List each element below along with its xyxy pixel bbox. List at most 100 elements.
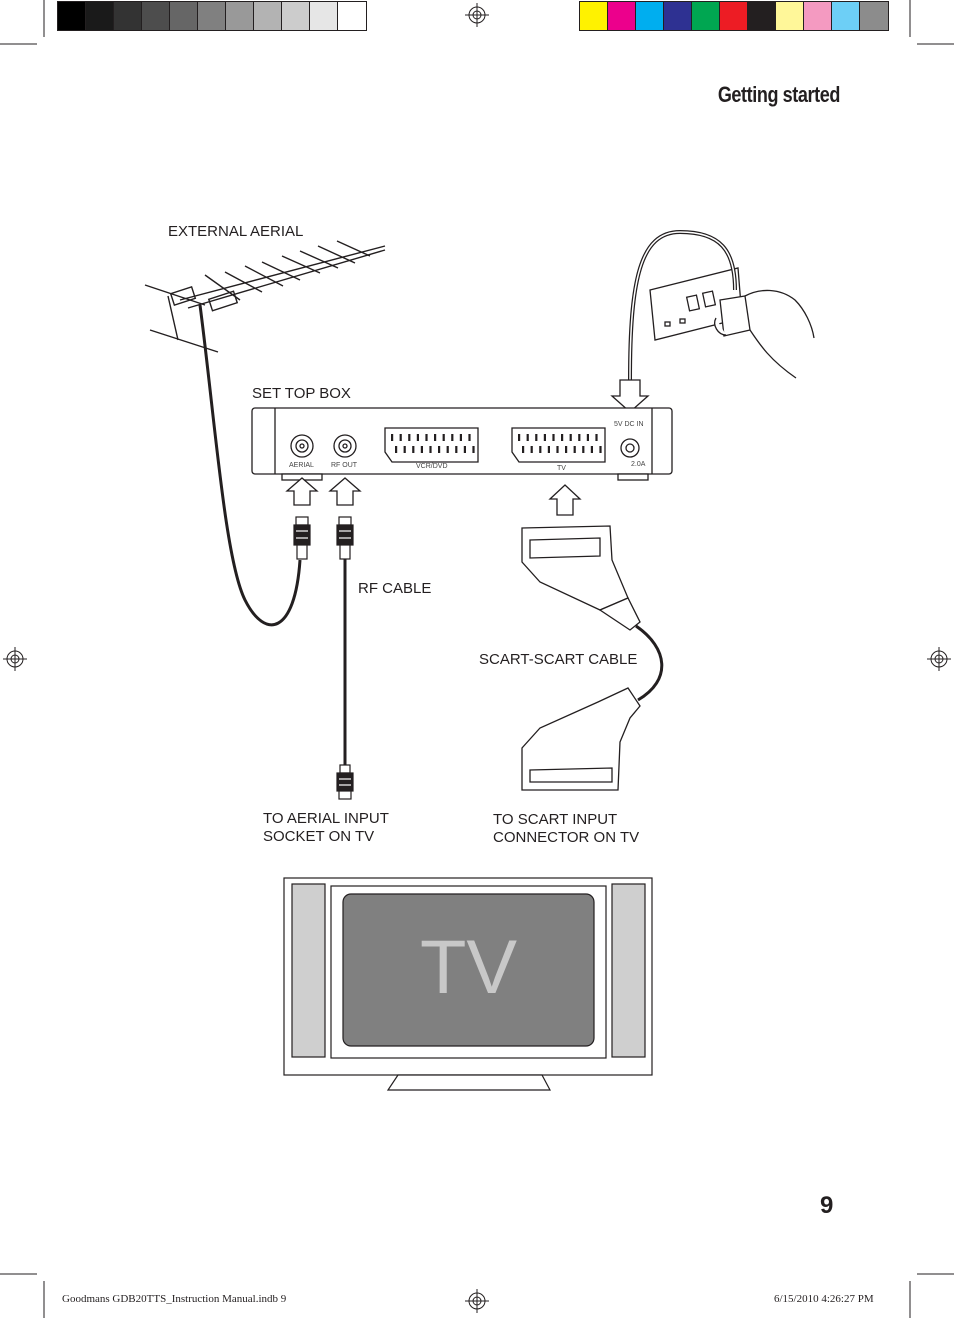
color-swatch (310, 2, 338, 30)
scart-pin (586, 434, 589, 441)
color-swatch (282, 2, 310, 30)
scart-pin (552, 434, 555, 441)
scart-pin (399, 434, 402, 441)
page-number: 9 (820, 1192, 834, 1219)
scart-cable (635, 624, 664, 702)
color-swatch-bar (579, 1, 889, 31)
color-swatch (664, 2, 692, 30)
color-swatch (860, 2, 888, 30)
tv-screen-label: TV (420, 925, 518, 1010)
scart-arrow (548, 484, 582, 516)
aerial-antenna (144, 240, 386, 353)
scart-cable-label: SCART-SCART CABLE (479, 651, 638, 668)
scart-pin (565, 446, 568, 453)
color-swatch (720, 2, 748, 30)
scart-pin (547, 446, 550, 453)
footer-file: Goodmans GDB20TTS_Instruction Manual.ind… (62, 1293, 287, 1305)
scart-pin (468, 434, 471, 441)
set-top-box (251, 407, 673, 481)
scart-pin (561, 434, 564, 441)
scart-pin (446, 446, 449, 453)
scart-pin (522, 446, 525, 453)
scart-pin (539, 446, 542, 453)
color-swatch (58, 2, 86, 30)
scart-plug-top (521, 525, 641, 631)
rf-cable-label: RF CABLE (358, 580, 432, 597)
scart-pin (403, 446, 406, 453)
aerial-arrow (285, 477, 319, 506)
scart-plug-bottom (521, 687, 641, 791)
scart-pin (395, 446, 398, 453)
color-swatch (198, 2, 226, 30)
scart-pin (463, 446, 466, 453)
color-swatch (114, 2, 142, 30)
scart-pin (391, 434, 394, 441)
registration-mark (3, 3, 951, 1313)
color-swatch (580, 2, 608, 30)
color-swatch (636, 2, 664, 30)
scart-pin (408, 434, 411, 441)
aerial-cable (198, 304, 302, 627)
color-swatch (832, 2, 860, 30)
rf-plug-top (336, 516, 354, 560)
color-swatch (748, 2, 776, 30)
hand-with-plug (714, 289, 815, 379)
scart-pin (412, 446, 415, 453)
port-vcr-dvd-label: VCR/DVD (416, 463, 448, 470)
scart-pin (451, 434, 454, 441)
scart-pin (573, 446, 576, 453)
scart-pin (578, 434, 581, 441)
scart-pin (429, 446, 432, 453)
color-swatch (608, 2, 636, 30)
scart-pin (455, 446, 458, 453)
color-swatch (142, 2, 170, 30)
rf-plug-bottom (336, 764, 354, 800)
scart-pin (599, 446, 602, 453)
port-dc-in-label: 5V DC IN (614, 421, 644, 428)
tv-set (283, 877, 653, 1091)
color-swatch (338, 2, 366, 30)
color-swatch (776, 2, 804, 30)
port-rfout-label: RF OUT (331, 462, 358, 469)
scart-pin (438, 446, 441, 453)
scart-pin (442, 434, 445, 441)
scart-pin (569, 434, 572, 441)
color-swatch (86, 2, 114, 30)
scart-pin (590, 446, 593, 453)
port-aerial-label: AERIAL (289, 462, 314, 469)
scart-pins (391, 434, 602, 453)
scart-pin (556, 446, 559, 453)
scart-pin (420, 446, 423, 453)
scart-pin (425, 434, 428, 441)
footer-datetime: 6/15/2010 4:26:27 PM (774, 1293, 874, 1305)
external-aerial-label: EXTERNAL AERIAL (168, 223, 304, 240)
to-aerial-label-line2: SOCKET ON TV (263, 828, 375, 845)
to-scart-label-line2: CONNECTOR ON TV (493, 829, 640, 846)
gray-swatch-bar (57, 1, 367, 31)
color-swatch (226, 2, 254, 30)
scart-pin (434, 434, 437, 441)
scart-pin (530, 446, 533, 453)
scart-pin (535, 434, 538, 441)
to-aerial-label-line1: TO AERIAL INPUT (263, 810, 389, 827)
wall-socket (649, 267, 743, 341)
aerial-plug (293, 516, 311, 560)
scart-pin (416, 434, 419, 441)
color-swatch (692, 2, 720, 30)
color-swatch (254, 2, 282, 30)
port-current-label: 2.0A (631, 461, 646, 468)
section-title: Getting started (717, 82, 841, 107)
port-tv-label: TV (557, 465, 566, 472)
rfout-arrow (328, 477, 362, 506)
color-swatch (170, 2, 198, 30)
dc-arrow (610, 379, 650, 413)
scart-pin (543, 434, 546, 441)
scart-pin (582, 446, 585, 453)
scart-pin (459, 434, 462, 441)
scart-pin (595, 434, 598, 441)
color-swatch (804, 2, 832, 30)
scart-pin (518, 434, 521, 441)
scart-pin (526, 434, 529, 441)
